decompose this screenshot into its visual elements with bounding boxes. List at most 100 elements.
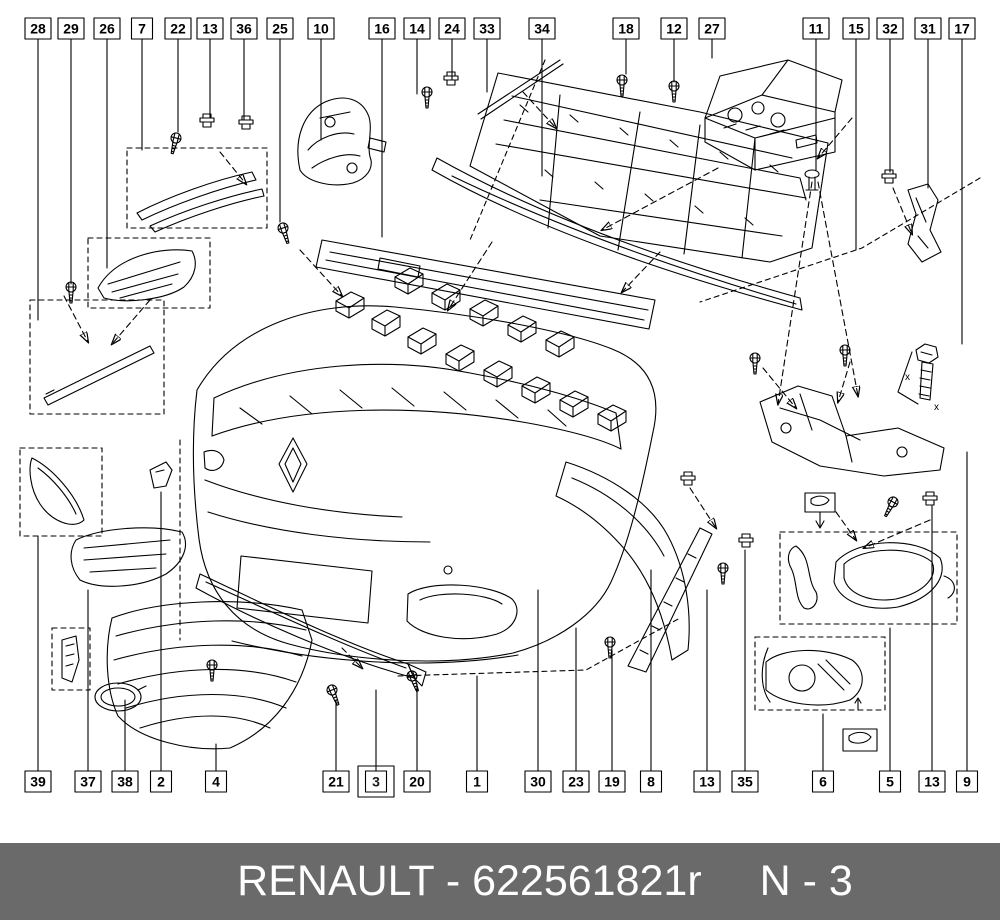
callout-34[interactable]: 34: [528, 17, 556, 177]
callout-26[interactable]: 26: [93, 17, 121, 269]
callout-28[interactable]: 28: [24, 17, 52, 321]
bumper-cover: [192, 305, 657, 664]
callout-number: 26: [99, 21, 115, 37]
callout-38[interactable]: 38: [111, 699, 139, 793]
callout-box[interactable]: [918, 770, 946, 793]
callout-5[interactable]: 5: [878, 627, 902, 793]
side-strip-group-box: [29, 299, 165, 415]
callout-35[interactable]: 35: [731, 549, 759, 793]
callout-box[interactable]: [811, 770, 835, 793]
callout-10[interactable]: 10: [307, 17, 335, 141]
callout-31[interactable]: 31: [914, 17, 942, 189]
callout-box[interactable]: [598, 770, 626, 793]
callout-box[interactable]: [307, 17, 335, 40]
callout-box[interactable]: [93, 17, 121, 40]
callout-box[interactable]: [842, 17, 870, 40]
callout-box[interactable]: [266, 17, 294, 40]
callout-box[interactable]: [802, 17, 830, 40]
callout-16[interactable]: 16: [368, 17, 396, 238]
callout-box[interactable]: [130, 17, 154, 40]
callout-box[interactable]: [878, 770, 902, 793]
callout-3[interactable]: 3: [357, 689, 395, 798]
callout-4[interactable]: 4: [204, 743, 228, 793]
callout-box[interactable]: [149, 770, 173, 793]
callout-24[interactable]: 24: [438, 17, 466, 81]
callout-box[interactable]: [164, 17, 192, 40]
callout-box[interactable]: [368, 17, 396, 40]
screw-icon: [880, 494, 901, 520]
callout-box[interactable]: [948, 17, 976, 40]
callout-box[interactable]: [24, 17, 52, 40]
hex-bolt: x x: [897, 343, 939, 413]
callout-box[interactable]: [403, 17, 431, 40]
fog-lamp-group-box: [754, 636, 886, 711]
callout-box[interactable]: [111, 770, 139, 793]
callout-number: 14: [409, 21, 425, 37]
callout-box[interactable]: [74, 770, 102, 793]
chrome-blade-trim: [195, 573, 427, 687]
callout-box[interactable]: [57, 17, 85, 40]
callout-19[interactable]: 19: [598, 649, 626, 793]
callout-box[interactable]: [196, 17, 224, 40]
callout-23[interactable]: 23: [562, 627, 590, 793]
callout-8[interactable]: 8: [639, 569, 663, 793]
callout-1[interactable]: 1: [465, 675, 489, 793]
callout-box[interactable]: [612, 17, 640, 40]
callout-13[interactable]: 13: [918, 505, 946, 793]
callout-number: 10: [313, 21, 329, 37]
callout-box[interactable]: [364, 770, 388, 793]
callout-number: 32: [882, 21, 898, 37]
callout-number: 13: [699, 774, 715, 790]
callout-9[interactable]: 9: [955, 451, 979, 793]
callout-box[interactable]: [876, 17, 904, 40]
callout-box[interactable]: [24, 770, 52, 793]
callout-box[interactable]: [528, 17, 556, 40]
callout-32[interactable]: 32: [876, 17, 904, 173]
callout-box[interactable]: [914, 17, 942, 40]
callout-box[interactable]: [473, 17, 501, 40]
callout-11[interactable]: 11: [802, 17, 830, 171]
callout-box[interactable]: [731, 770, 759, 793]
callout-21[interactable]: 21: [322, 699, 350, 793]
callout-29[interactable]: 29: [57, 17, 85, 285]
callout-box[interactable]: [322, 770, 350, 793]
callout-18[interactable]: 18: [612, 17, 640, 75]
callout-15[interactable]: 15: [842, 17, 870, 251]
callout-box[interactable]: [524, 770, 552, 793]
callout-17[interactable]: 17: [948, 17, 976, 345]
callout-box[interactable]: [639, 770, 663, 793]
callout-box[interactable]: [465, 770, 489, 793]
callout-30[interactable]: 30: [524, 589, 552, 793]
callout-13[interactable]: 13: [693, 589, 721, 793]
callout-box[interactable]: [698, 17, 726, 40]
callout-20[interactable]: 20: [403, 683, 431, 793]
callout-12[interactable]: 12: [660, 17, 688, 83]
callout-14[interactable]: 14: [403, 17, 431, 95]
callout-box[interactable]: [955, 770, 979, 793]
callout-box[interactable]: [660, 17, 688, 40]
callout-box[interactable]: [403, 770, 431, 793]
callout-37[interactable]: 37: [74, 589, 102, 793]
screw-icon: [616, 74, 628, 97]
callout-box[interactable]: [562, 770, 590, 793]
callout-13[interactable]: 13: [196, 17, 224, 119]
callout-22[interactable]: 22: [164, 17, 192, 133]
callout-39[interactable]: 39: [24, 535, 52, 793]
screw-icon: [717, 562, 729, 585]
under-engine-shield: [431, 72, 829, 311]
callout-box[interactable]: [230, 17, 258, 40]
callout-box[interactable]: [438, 17, 466, 40]
callout-7[interactable]: 7: [130, 17, 154, 151]
callout-6[interactable]: 6: [811, 713, 835, 793]
callout-number: 28: [30, 21, 46, 37]
callout-27[interactable]: 27: [698, 17, 726, 59]
callout-box[interactable]: [204, 770, 228, 793]
callout-number: 27: [704, 21, 720, 37]
callout-33[interactable]: 33: [473, 17, 501, 93]
callout-36[interactable]: 36: [230, 17, 258, 121]
callout-number: 38: [117, 774, 133, 790]
callout-box[interactable]: [693, 770, 721, 793]
callout-25[interactable]: 25: [266, 17, 294, 223]
callout-number: 29: [63, 21, 79, 37]
callout-2[interactable]: 2: [149, 491, 173, 793]
